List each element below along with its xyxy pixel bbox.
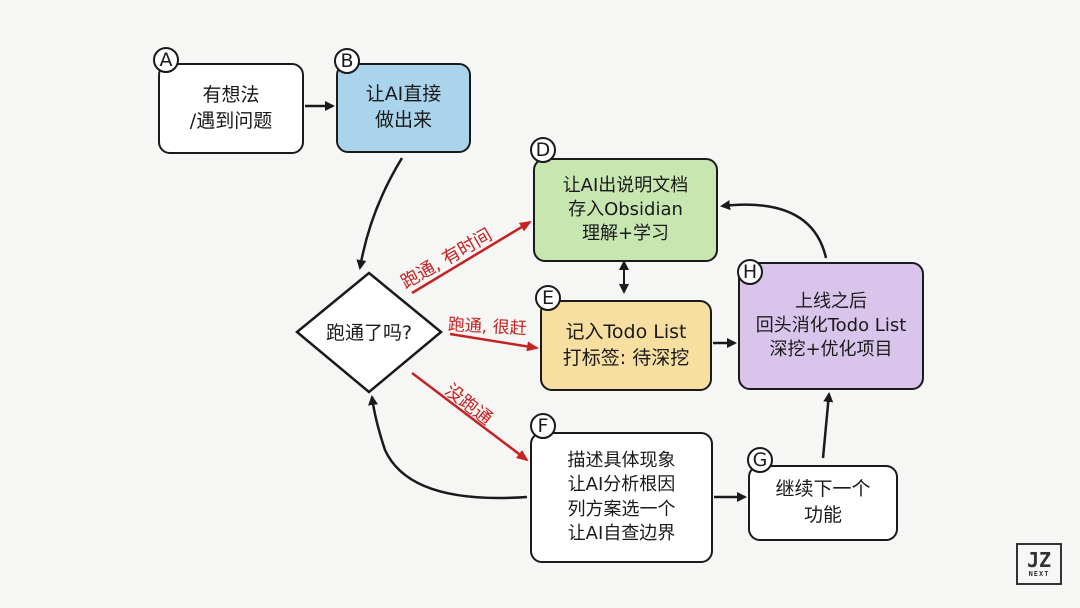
- node-g: 继续下一个 功能: [748, 465, 898, 541]
- badge-h: H: [737, 259, 763, 285]
- node-text: 功能: [803, 504, 842, 526]
- node-text: 理解+学习: [581, 223, 670, 245]
- node-text: 存入Obsidian: [568, 198, 683, 220]
- arrow-decision-e: [449, 332, 539, 352]
- node-e: 记入Todo List 打标签: 待深挖: [540, 300, 712, 391]
- node-text: 继续下一个: [775, 478, 871, 501]
- node-text: 上线之后: [795, 290, 867, 312]
- logo-mark: JZ: [1026, 548, 1052, 572]
- logo-sub: NEXT: [1028, 570, 1050, 578]
- node-text: 回头消化Todo List: [755, 314, 907, 336]
- node-text: 列方案选一个: [567, 498, 676, 520]
- node-text: 深挖+优化项目: [769, 339, 893, 361]
- badge-b: B: [334, 48, 360, 74]
- badge-f: F: [530, 413, 556, 439]
- node-h: 上线之后 回头消化Todo List 深挖+优化项目: [738, 262, 924, 390]
- node-d: 让AI出说明文档 存入Obsidian 理解+学习: [533, 158, 718, 262]
- edge-label-to-e: 跑通, 很赶: [447, 315, 528, 340]
- badge-d: D: [530, 137, 556, 163]
- node-f: 描述具体现象 让AI分析根因 列方案选一个 让AI自查边界: [530, 432, 713, 563]
- arrow-h-d: [720, 200, 828, 259]
- node-text: 让AI自查边界: [567, 522, 676, 544]
- arrow-g-h: [821, 392, 834, 459]
- arrow-decision-d: [411, 220, 532, 295]
- node-text: 让AI直接: [365, 83, 442, 106]
- jz-next-logo: JZ NEXT: [1016, 543, 1062, 585]
- node-text: 让AI出说明文档: [562, 174, 689, 196]
- arrow-f-decision: [368, 395, 528, 500]
- node-text: 记入Todo List: [565, 320, 687, 343]
- decision-diamond: [295, 271, 443, 394]
- node-text: 做出来: [374, 109, 432, 131]
- badge-g: G: [747, 447, 773, 473]
- badge-a: A: [153, 47, 179, 73]
- node-text: 描述具体现象: [567, 449, 676, 471]
- node-text: 打标签: 待深挖: [562, 346, 690, 369]
- node-b: 让AI直接 做出来: [336, 63, 471, 153]
- node-text: 让AI分析根因: [567, 474, 676, 496]
- arrow-b-decision: [356, 157, 404, 270]
- node-text: /遇到问题: [189, 109, 273, 132]
- node-text: 有想法: [202, 83, 260, 106]
- node-a: 有想法 /遇到问题: [158, 63, 304, 154]
- badge-e: E: [535, 285, 561, 311]
- decision-text: 跑通了吗?: [325, 322, 413, 344]
- arrow-decision-f: [411, 372, 529, 462]
